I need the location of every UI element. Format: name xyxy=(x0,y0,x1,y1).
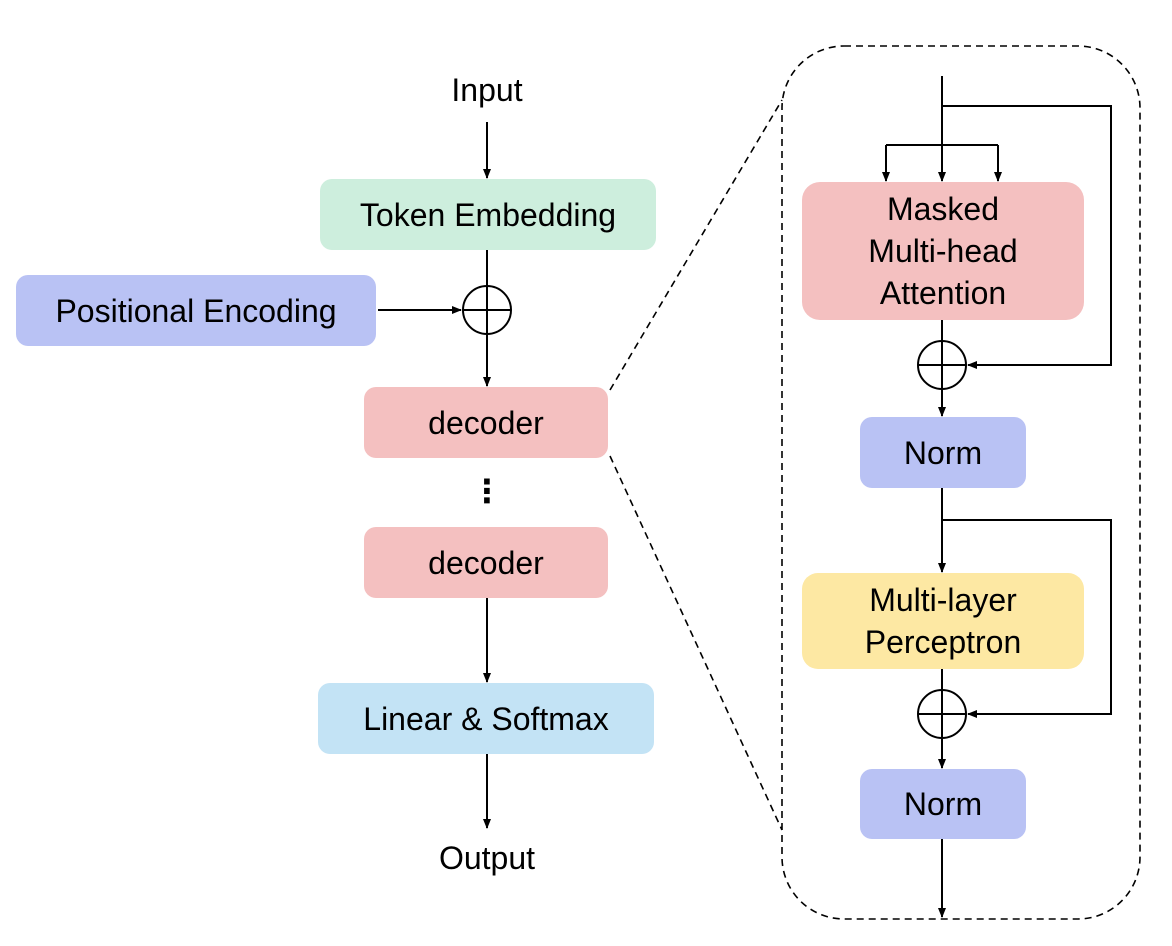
decoder-box-1: decoder xyxy=(364,387,608,458)
linear-softmax-label: Linear & Softmax xyxy=(363,700,609,737)
input-label: Input xyxy=(451,72,523,108)
circle-plus-icon xyxy=(462,285,512,335)
norm-box-1: Norm xyxy=(860,417,1026,488)
token-embedding-box: Token Embedding xyxy=(320,179,656,250)
decoder-label-1: decoder xyxy=(428,404,544,441)
residual-line-2 xyxy=(942,519,1112,718)
norm-label-1: Norm xyxy=(903,434,983,471)
attention-line-3: Attention xyxy=(879,275,1007,311)
decoder-label-2: decoder xyxy=(428,544,544,581)
masked-attention-box: Masked Multi-head Attention xyxy=(802,182,1084,320)
positional-encoding-label: Positional Encoding xyxy=(55,292,337,329)
norm-box-2: Norm xyxy=(860,769,1026,839)
mlp-box: Multi-layer Perceptron xyxy=(802,573,1084,669)
zoom-line-bottom xyxy=(609,455,783,831)
zoom-line-top xyxy=(609,99,783,391)
output-label: Output xyxy=(438,840,536,876)
linear-softmax-box: Linear & Softmax xyxy=(318,683,654,754)
attention-line-2: Multi-head xyxy=(868,233,1018,269)
residual-line-1 xyxy=(942,105,1112,369)
positional-encoding-box: Positional Encoding xyxy=(16,275,376,346)
mlp-line-2: Perceptron xyxy=(864,624,1022,660)
ellipsis-icon: ⋮ xyxy=(471,473,503,509)
circle-plus-icon xyxy=(917,340,967,390)
decoder-box-2: decoder xyxy=(364,527,608,598)
circle-plus-icon xyxy=(917,689,967,739)
token-embedding-label: Token Embedding xyxy=(359,196,617,233)
mlp-line-1: Multi-layer xyxy=(869,582,1017,618)
norm-label-2: Norm xyxy=(903,786,983,822)
attention-line-1: Masked xyxy=(886,191,1000,227)
